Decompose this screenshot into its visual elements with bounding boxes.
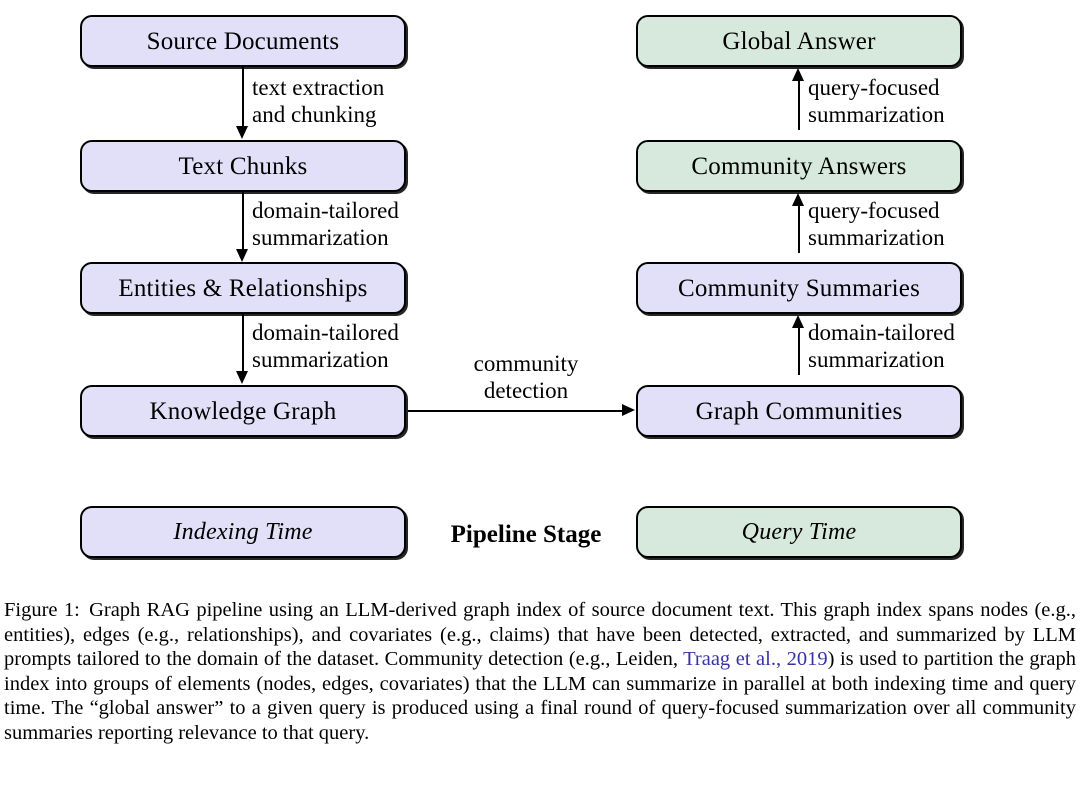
edge-label-query-focused-summarization-1: query-focused summarization: [808, 74, 945, 128]
node-source-documents[interactable]: Source Documents: [80, 15, 406, 67]
edge-line-source-documents-to-text-chunks: [242, 67, 244, 130]
citation-link-traag-2019[interactable]: Traag et al., 2019: [683, 648, 828, 671]
edge-label-line-1: community: [473, 351, 579, 376]
edge-label-line-2: summarization: [252, 225, 389, 250]
arrowhead-down-to-entities: [236, 249, 248, 262]
node-global-answer[interactable]: Global Answer: [636, 15, 962, 67]
edge-label-query-focused-summarization-2: query-focused summarization: [808, 197, 945, 251]
arrowhead-right-to-graph-communities: [622, 404, 635, 416]
edge-label-text-extraction-and-chunking: text extraction and chunking: [252, 74, 384, 128]
caption-text-after-citation: ) is used to partition the graph index i…: [4, 648, 1076, 744]
edge-label-line-2: detection: [483, 378, 569, 403]
edge-label-line-2: and chunking: [252, 102, 377, 127]
edge-line-community-answers-to-global-answer: [798, 80, 800, 130]
edge-label-line-2: summarization: [808, 102, 945, 127]
caption-text-before-citation: Graph RAG pipeline using an LLM-derived …: [4, 599, 1076, 671]
arrowhead-up-to-community-answers: [792, 193, 804, 206]
legend-title-pipeline-stage: Pipeline Stage: [450, 521, 602, 548]
edge-line-community-summaries-to-community-answers: [798, 205, 800, 253]
edge-label-line-1: query-focused: [808, 198, 940, 223]
edge-line-entities-to-knowledge-graph: [242, 314, 244, 375]
node-graph-communities[interactable]: Graph Communities: [636, 385, 962, 437]
edge-line-knowledge-graph-to-graph-communities: [408, 410, 624, 412]
legend-chip-indexing-time: Indexing Time: [80, 506, 406, 558]
figure-caption: Figure 1:Graph RAG pipeline using an LLM…: [4, 598, 1076, 746]
node-community-summaries[interactable]: Community Summaries: [636, 262, 962, 314]
edge-label-domain-tailored-summarization-2: domain-tailored summarization: [252, 319, 399, 373]
edge-label-community-detection: community detection: [441, 350, 611, 404]
edge-label-line-2: summarization: [808, 347, 945, 372]
edge-line-text-chunks-to-entities: [242, 192, 244, 253]
edge-label-line-1: domain-tailored: [252, 198, 399, 223]
node-text-chunks[interactable]: Text Chunks: [80, 140, 406, 192]
edge-label-line-1: text extraction: [252, 75, 385, 100]
node-knowledge-graph[interactable]: Knowledge Graph: [80, 385, 406, 437]
edge-label-line-1: domain-tailored: [252, 320, 399, 345]
edge-label-domain-tailored-summarization-1: domain-tailored summarization: [252, 197, 399, 251]
legend-chip-query-time: Query Time: [636, 506, 962, 558]
edge-label-line-1: domain-tailored: [808, 320, 955, 345]
edge-line-graph-communities-to-community-summaries: [798, 327, 800, 375]
figure-label: Figure 1:: [4, 599, 80, 621]
arrowhead-up-to-global-answer: [792, 68, 804, 81]
edge-label-line-2: summarization: [808, 225, 945, 250]
arrowhead-up-to-community-summaries: [792, 315, 804, 328]
node-community-answers[interactable]: Community Answers: [636, 140, 962, 192]
arrowhead-down-to-knowledge-graph: [236, 371, 248, 384]
edge-label-line-1: query-focused: [808, 75, 940, 100]
edge-label-domain-tailored-summarization-3: domain-tailored summarization: [808, 319, 955, 373]
arrowhead-down-to-text-chunks: [236, 126, 248, 139]
node-entities-and-relationships[interactable]: Entities & Relationships: [80, 262, 406, 314]
graph-rag-pipeline-diagram: Source Documents text extraction and chu…: [80, 15, 962, 558]
edge-label-line-2: summarization: [252, 347, 389, 372]
